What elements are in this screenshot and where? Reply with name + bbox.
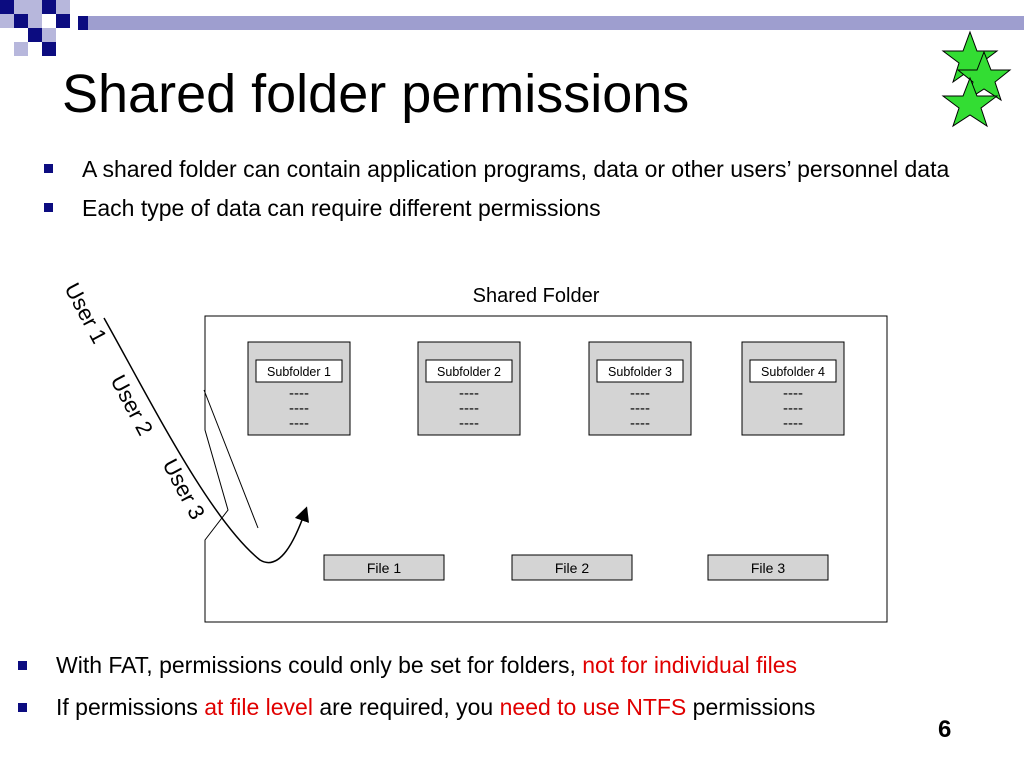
file-3[interactable]: File 3 xyxy=(707,554,829,581)
subfolder-line: ---- xyxy=(289,415,309,432)
subfolder-line: ---- xyxy=(459,385,479,402)
users-arrow xyxy=(103,317,310,564)
bullet-text: If permissions xyxy=(56,694,205,720)
bullet-item: A shared folder can contain application … xyxy=(44,156,994,182)
bullet-item: If permissions at file level are require… xyxy=(18,692,1018,722)
bullet-square-icon xyxy=(44,164,53,173)
shared-folder-outline xyxy=(204,315,888,623)
subfolder-line: ---- xyxy=(630,415,650,432)
bullet-text: Each type of data can require different … xyxy=(82,195,601,221)
subfolder-line: ---- xyxy=(630,400,650,417)
subfolder-line: ---- xyxy=(783,400,803,417)
subfolder-4[interactable]: Subfolder 4 ---- ---- ---- xyxy=(741,341,845,436)
bullet-text: With FAT, permissions could only be set … xyxy=(56,652,583,678)
user-1-line xyxy=(203,389,259,529)
subfolder-label: Subfolder 2 xyxy=(437,365,501,379)
folder-label: Shared Folder xyxy=(473,285,600,307)
user-1-label: User 1 xyxy=(60,279,112,348)
star-icon xyxy=(941,76,999,128)
file-label: File 2 xyxy=(555,560,589,576)
slide-title: Shared folder permissions xyxy=(62,64,690,124)
file-1[interactable]: File 1 xyxy=(323,554,445,581)
bullet-highlight: need to use NTFS xyxy=(499,694,687,720)
file-2[interactable]: File 2 xyxy=(511,554,633,581)
subfolder-label: Subfolder 1 xyxy=(267,365,331,379)
subfolder-line: ---- xyxy=(459,400,479,417)
bullet-highlight: not for individual files xyxy=(582,652,798,678)
bullet-highlight: at file level xyxy=(204,694,313,720)
file-label: File 3 xyxy=(751,560,785,576)
page-number: 6 xyxy=(938,716,952,743)
subfolder-line: ---- xyxy=(289,385,309,402)
bullet-item: Each type of data can require different … xyxy=(44,195,994,221)
subfolder-line: ---- xyxy=(459,415,479,432)
subfolder-line: ---- xyxy=(783,385,803,402)
bullet-square-icon xyxy=(18,661,27,670)
bullet-text: A shared folder can contain application … xyxy=(82,156,950,182)
bullet-text: permissions xyxy=(686,694,816,720)
bottom-bullet-list: With FAT, permissions could only be set … xyxy=(18,650,1018,734)
subfolder-line: ---- xyxy=(630,385,650,402)
subfolder-2[interactable]: Subfolder 2 ---- ---- ---- xyxy=(417,341,521,436)
bullet-text: are required, you xyxy=(312,694,500,720)
subfolder-line: ---- xyxy=(289,400,309,417)
subfolder-label: Subfolder 3 xyxy=(608,365,672,379)
stars-decoration xyxy=(941,30,1012,128)
subfolder-1[interactable]: Subfolder 1 ---- ---- ---- xyxy=(247,341,351,436)
bullet-square-icon xyxy=(44,203,53,212)
user-2-label: User 2 xyxy=(106,371,158,440)
subfolder-3[interactable]: Subfolder 3 ---- ---- ---- xyxy=(588,341,692,436)
top-bullet-list: A shared folder can contain application … xyxy=(44,156,994,234)
subfolder-line: ---- xyxy=(783,415,803,432)
corner-pattern xyxy=(0,0,1024,56)
bullet-square-icon xyxy=(18,703,27,712)
file-label: File 1 xyxy=(367,560,401,576)
subfolder-label: Subfolder 4 xyxy=(761,365,825,379)
bullet-item: With FAT, permissions could only be set … xyxy=(18,650,1018,680)
